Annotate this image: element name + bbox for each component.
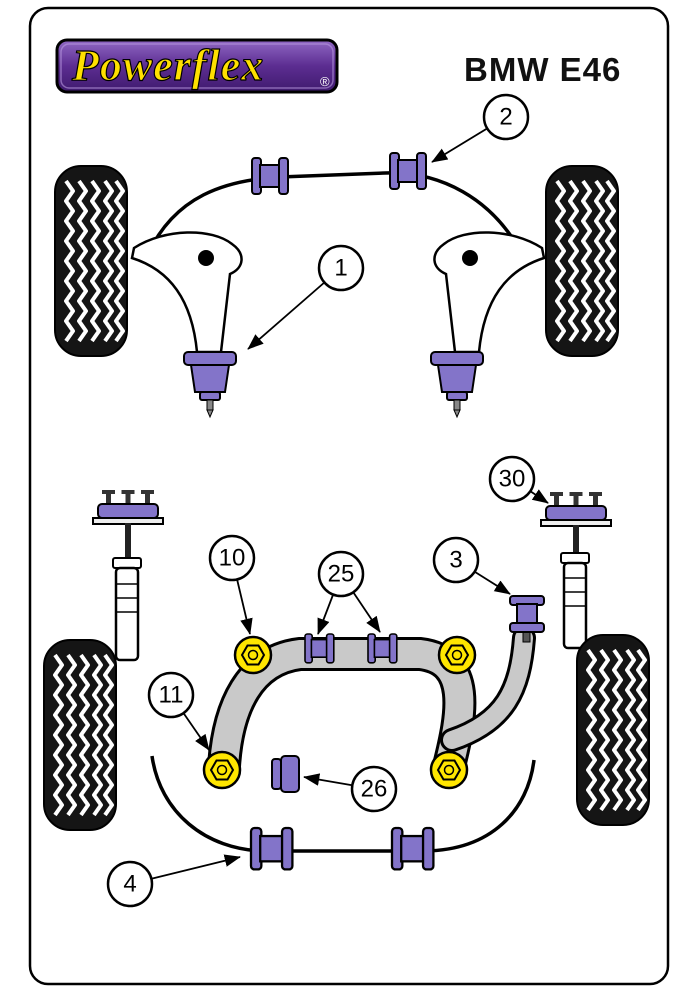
rear-left-tire <box>44 640 116 830</box>
subframe-rear-bush-left <box>202 750 242 790</box>
rear-subframe <box>210 640 474 780</box>
callout-1-label: 1 <box>334 255 347 282</box>
front-suspension-diagram: 2 1 <box>55 93 618 418</box>
rear-right-tire <box>577 635 649 825</box>
callout-30-label: 30 <box>499 466 526 493</box>
callout-3: 3 <box>432 536 511 595</box>
callout-25: 25 <box>317 550 381 635</box>
front-right-control-arm <box>433 231 546 354</box>
callout-1-circle <box>317 244 365 292</box>
page-title: BMW E46 <box>464 51 621 88</box>
registered-trademark-icon: ® <box>320 74 330 89</box>
rear-anti-roll-bar <box>150 755 536 853</box>
front-right-balljoint <box>462 250 478 266</box>
callout-10-label: 10 <box>219 545 246 572</box>
callout-11-label: 11 <box>159 682 184 709</box>
callout-3-circle <box>432 536 480 584</box>
trailing-arm <box>443 629 533 749</box>
subframe-front-bush-right <box>437 635 477 675</box>
callout-26-circle <box>350 765 398 813</box>
front-anti-roll-bar <box>146 171 524 255</box>
callout-11-circle <box>147 671 195 719</box>
front-left-tire <box>55 166 127 356</box>
callout-30-circle <box>488 455 536 503</box>
callout-3-label: 3 <box>449 547 462 574</box>
callout-25-circle <box>317 550 365 598</box>
rear-suspension-diagram: 30 10 25 3 11 26 <box>44 455 649 908</box>
logo-background <box>55 38 339 94</box>
callout-2-label: 2 <box>499 104 512 131</box>
callout-1: 1 <box>247 244 365 350</box>
callout-10: 10 <box>208 534 256 635</box>
callout-10-circle <box>208 534 256 582</box>
powerflex-logo: Powerflex ® <box>55 38 339 94</box>
header: Powerflex ® BMW E46 <box>55 38 621 94</box>
callout-11: 11 <box>147 671 210 751</box>
callout-2-circle <box>482 93 530 141</box>
callout-25-label: 25 <box>328 561 355 588</box>
subframe-front-bush-left <box>233 635 273 675</box>
callout-4-circle <box>106 860 154 908</box>
front-left-control-arm <box>130 231 243 354</box>
callout-26: 26 <box>303 765 398 813</box>
rear-left-shock <box>112 523 142 662</box>
logo-text: Powerflex <box>71 41 264 90</box>
subframe-rear-bush-right <box>429 750 469 790</box>
callout-4: 4 <box>106 854 241 908</box>
callout-2: 2 <box>431 93 530 163</box>
rear-right-shock <box>560 525 590 650</box>
front-left-balljoint <box>198 250 214 266</box>
front-right-tire <box>546 166 618 356</box>
diff-rear-bush-26 <box>271 755 300 793</box>
callout-30: 30 <box>488 455 549 504</box>
callout-4-label: 4 <box>123 871 136 898</box>
logo-inner-outline <box>60 43 334 89</box>
callout-26-label: 26 <box>361 776 388 803</box>
